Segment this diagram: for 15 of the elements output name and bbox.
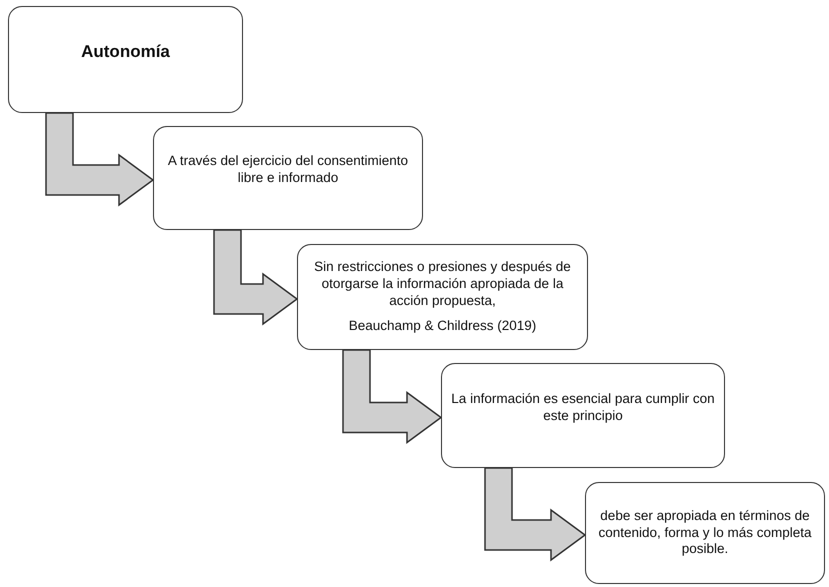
- block-arrow: [342, 349, 442, 444]
- rounded-box: [297, 244, 588, 350]
- heading-text: Autonomía: [81, 40, 170, 62]
- block-arrow: [213, 229, 298, 326]
- box-text: Sin restricciones o presiones y después de otorgarse la información apropiada de la acción propuesta,: [313, 259, 572, 310]
- block-arrow: [45, 112, 154, 206]
- box-text: debe ser apropiada en términos de contenido, forma y lo más completa posible.: [597, 508, 813, 558]
- rounded-box: [153, 126, 423, 230]
- box-text: La información es esencial para cumplir con este principio: [450, 390, 716, 424]
- citation-text: Beauchamp & Childress (2019): [348, 318, 536, 335]
- rounded-box: [585, 482, 825, 584]
- box-text: A través del ejercicio del consentimiento libre e informado: [166, 153, 410, 187]
- rounded-box: [8, 6, 243, 113]
- block-arrow: [484, 467, 586, 562]
- rounded-box: [441, 363, 725, 468]
